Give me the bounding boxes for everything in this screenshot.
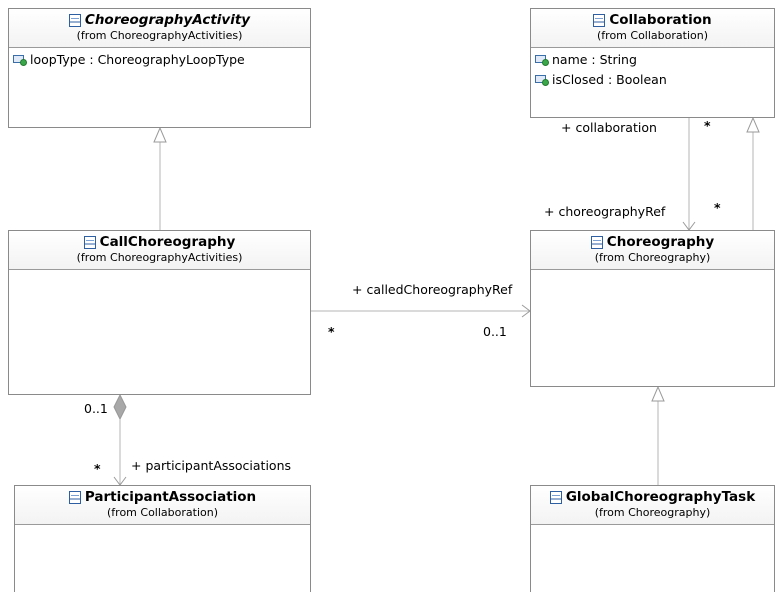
composition-diamond <box>113 393 127 421</box>
class-box-globalchoreographytask[interactable]: GlobalChoreographyTask (from Choreograph… <box>530 485 775 592</box>
public-attribute-icon <box>535 54 549 66</box>
participantassociations-role-label: + participantAssociations <box>131 458 292 473</box>
class-package: (from Collaboration) <box>107 506 218 519</box>
class-icon <box>593 13 606 27</box>
class-package: (from ChoreographyActivities) <box>76 251 243 264</box>
generalization-arrowhead-choreography <box>651 385 665 402</box>
public-attribute-icon <box>13 54 27 66</box>
generalization-arrowhead-collaboration <box>746 116 760 133</box>
participantassociations-source-multiplicity: 0..1 <box>84 401 108 416</box>
class-box-callchoreography[interactable]: CallChoreography (from ChoreographyActiv… <box>8 230 311 395</box>
class-package: (from Choreography) <box>594 506 711 519</box>
collaboration-role-label: + collaboration <box>561 120 657 135</box>
attribute-text: loopType : ChoreographyLoopType <box>30 52 245 67</box>
public-attribute-icon <box>535 74 549 86</box>
class-header: CallChoreography (from ChoreographyActiv… <box>9 231 310 270</box>
class-title-row: ParticipantAssociation <box>19 488 306 506</box>
class-package: (from ChoreographyActivities) <box>76 29 243 42</box>
class-icon <box>68 490 81 504</box>
class-title-row: Choreography <box>535 233 770 251</box>
class-title-row: ChoreographyActivity <box>13 11 306 29</box>
class-box-choreographyactivity[interactable]: ChoreographyActivity (from ChoreographyA… <box>8 8 311 128</box>
class-icon <box>549 490 562 504</box>
class-box-participantassociation[interactable]: ParticipantAssociation (from Collaborati… <box>14 485 311 592</box>
class-title-row: CallChoreography <box>13 233 306 251</box>
attribute-text: name : String <box>552 52 637 67</box>
attribute-row: loopType : ChoreographyLoopType <box>13 50 306 70</box>
class-name: CallChoreography <box>99 234 236 250</box>
class-header: Choreography (from Choreography) <box>531 231 774 270</box>
class-icon <box>68 13 81 27</box>
class-header: ChoreographyActivity (from ChoreographyA… <box>9 9 310 48</box>
collaboration-multiplicity: * <box>704 118 711 133</box>
attribute-row: isClosed : Boolean <box>535 70 770 90</box>
class-name: Collaboration <box>609 12 712 28</box>
attribute-text: isClosed : Boolean <box>552 72 667 87</box>
class-package: (from Collaboration) <box>597 29 708 42</box>
generalization-arrowhead-choreographyactivity <box>153 126 167 143</box>
class-title-row: GlobalChoreographyTask <box>535 488 770 506</box>
calledchoreographyref-source-multiplicity: * <box>328 324 335 339</box>
attribute-compartment: name : String isClosed : Boolean <box>531 48 774 92</box>
attribute-compartment: loopType : ChoreographyLoopType <box>9 48 310 72</box>
attribute-row: name : String <box>535 50 770 70</box>
class-name: ParticipantAssociation <box>84 489 257 505</box>
participantassociations-target-multiplicity: * <box>94 461 101 476</box>
class-name: ChoreographyActivity <box>84 12 251 28</box>
calledchoreographyref-role-label: + calledChoreographyRef <box>352 282 513 297</box>
class-package: (from Choreography) <box>594 251 711 264</box>
class-box-collaboration[interactable]: Collaboration (from Collaboration) name … <box>530 8 775 118</box>
class-icon <box>83 235 96 249</box>
choreographyref-role-label: + choreographyRef <box>544 204 666 219</box>
class-header: GlobalChoreographyTask (from Choreograph… <box>531 486 774 525</box>
class-box-choreography[interactable]: Choreography (from Choreography) <box>530 230 775 387</box>
calledchoreographyref-target-multiplicity: 0..1 <box>483 324 507 339</box>
class-header: ParticipantAssociation (from Collaborati… <box>15 486 310 525</box>
class-name: Choreography <box>606 234 715 250</box>
class-icon <box>590 235 603 249</box>
choreographyref-multiplicity: * <box>714 200 721 215</box>
class-header: Collaboration (from Collaboration) <box>531 9 774 48</box>
class-name: GlobalChoreographyTask <box>565 489 756 505</box>
class-title-row: Collaboration <box>535 11 770 29</box>
